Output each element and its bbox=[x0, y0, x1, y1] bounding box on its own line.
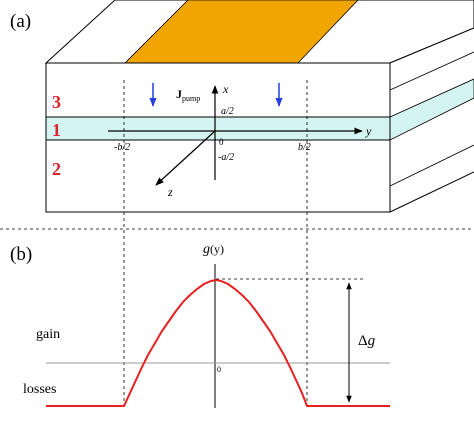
layer-number-1: 1 bbox=[52, 120, 61, 140]
side-edge-4 bbox=[389, 144, 474, 187]
origin-label-a: 0 bbox=[219, 137, 224, 147]
delta-g-symbol: g bbox=[368, 333, 376, 349]
core-layer-front bbox=[45, 116, 391, 141]
layer-number-3: 3 bbox=[52, 92, 61, 112]
x-tick-bottom: -a/2 bbox=[218, 152, 234, 163]
side-edge-1 bbox=[389, 27, 474, 64]
y-tick-left: -b/2 bbox=[114, 142, 130, 153]
layer-number-2: 2 bbox=[52, 159, 61, 179]
g-axis-title-g: g bbox=[203, 242, 210, 257]
slab-side-face bbox=[390, 28, 474, 212]
y-axis-label: y bbox=[365, 124, 372, 138]
panel-b-label: (b) bbox=[10, 244, 32, 265]
current-density-label: Jpump bbox=[176, 87, 200, 103]
current-density-subscript: pump bbox=[182, 94, 200, 103]
y-tick-right: b/2 bbox=[298, 142, 311, 153]
gain-label: gain bbox=[36, 327, 60, 342]
g-axis-title-arg: (y) bbox=[210, 242, 224, 256]
gain-curve bbox=[46, 278, 390, 407]
panel-a-label: (a) bbox=[10, 11, 31, 32]
g-axis-title: g(y) bbox=[203, 242, 224, 257]
panel-a: (a) 3 1 2 Jpump x y z a/2 -a bbox=[10, 0, 474, 213]
origin-label-b: 0 bbox=[217, 365, 221, 374]
losses-label: losses bbox=[23, 382, 56, 397]
delta-symbol: Δ bbox=[358, 333, 368, 349]
x-tick-top: a/2 bbox=[221, 106, 234, 117]
side-edge-3 bbox=[389, 51, 474, 91]
z-axis bbox=[155, 130, 216, 186]
side-edge-2 bbox=[389, 171, 474, 213]
current-density-symbol: J bbox=[176, 87, 182, 101]
x-axis-label: x bbox=[222, 82, 229, 96]
delta-g-label: Δg bbox=[358, 333, 376, 349]
z-axis-label: z bbox=[167, 185, 173, 199]
panel-b: (b) g(y) Δg gain losses 0 bbox=[10, 242, 390, 408]
